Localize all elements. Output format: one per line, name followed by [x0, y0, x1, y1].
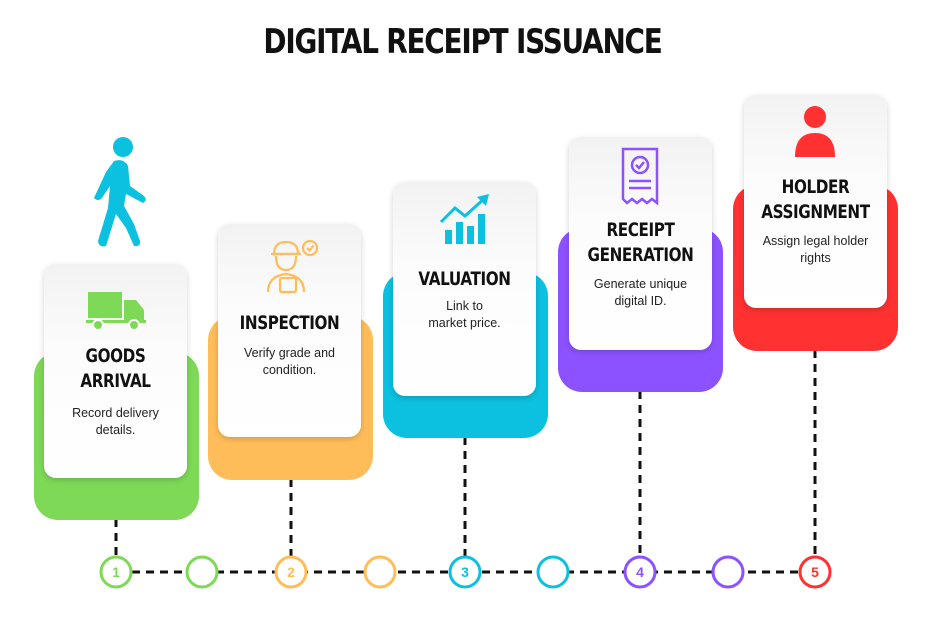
spacer-circle-2 [363, 555, 397, 589]
step-4-desc-line1: Generate unique [593, 277, 688, 291]
step-5-title-line2: ASSIGNMENT [761, 201, 870, 223]
walking-person-icon [94, 137, 146, 247]
step-number-3: 3 [461, 564, 469, 580]
step-1-title-line2: ARRIVAL [80, 370, 151, 392]
step-1-title-line1: GOODS [85, 345, 146, 367]
step-4-card: RECEIPT GENERATION Generate unique digit… [569, 137, 712, 350]
step-3-title-line1: VALUATION [418, 268, 511, 290]
user-icon [795, 106, 835, 157]
step-number-5: 5 [811, 564, 819, 580]
step-number-1: 1 [112, 564, 120, 580]
step-4-title-line1: RECEIPT [606, 219, 675, 241]
step-4-desc-line2: digital ID. [614, 294, 667, 308]
step-2-desc-line1: Verify grade and [243, 346, 336, 360]
step-2-desc-line2: condition. [262, 363, 317, 377]
spacer-circle-1 [185, 555, 219, 589]
spacer-circle-4 [711, 555, 745, 589]
step-4-title-line2: GENERATION [587, 244, 694, 266]
step-5-desc-line1: Assign legal holder [762, 234, 869, 248]
step-1-desc-line1: Record delivery [72, 406, 159, 420]
step-circle-1 [99, 555, 133, 589]
spacer-circle-3 [536, 555, 570, 589]
step-5-desc-line2: rights [800, 251, 831, 265]
step-3-desc-line1: Link to [446, 299, 483, 313]
step-circle-3 [448, 555, 482, 589]
delivery-truck-icon [86, 292, 146, 331]
step-3-desc-line2: market price. [428, 316, 501, 330]
growth-chart-icon [439, 194, 489, 244]
step-1-card: GOODS ARRIVAL Record delivery details. [44, 264, 187, 478]
step-number-2: 2 [287, 564, 295, 580]
step-5-card: HOLDER ASSIGNMENT Assign legal holder ri… [744, 95, 887, 308]
receipt-check-icon [621, 147, 659, 205]
step-circle-4 [623, 555, 657, 589]
page-title: DIGITAL RECEIPT ISSUANCE [263, 22, 662, 62]
step-circle-2 [274, 555, 308, 589]
step-2-card: INSPECTION Verify grade and condition. [218, 224, 361, 437]
step-2-title-line1: INSPECTION [239, 312, 340, 334]
inspector-icon [266, 239, 319, 294]
step-1-desc-line2: details. [95, 423, 136, 437]
step-number-4: 4 [636, 564, 644, 580]
step-circle-5 [798, 555, 832, 589]
step-3-card: VALUATION Link to market price. [393, 182, 536, 396]
step-5-title-line1: HOLDER [781, 176, 850, 198]
